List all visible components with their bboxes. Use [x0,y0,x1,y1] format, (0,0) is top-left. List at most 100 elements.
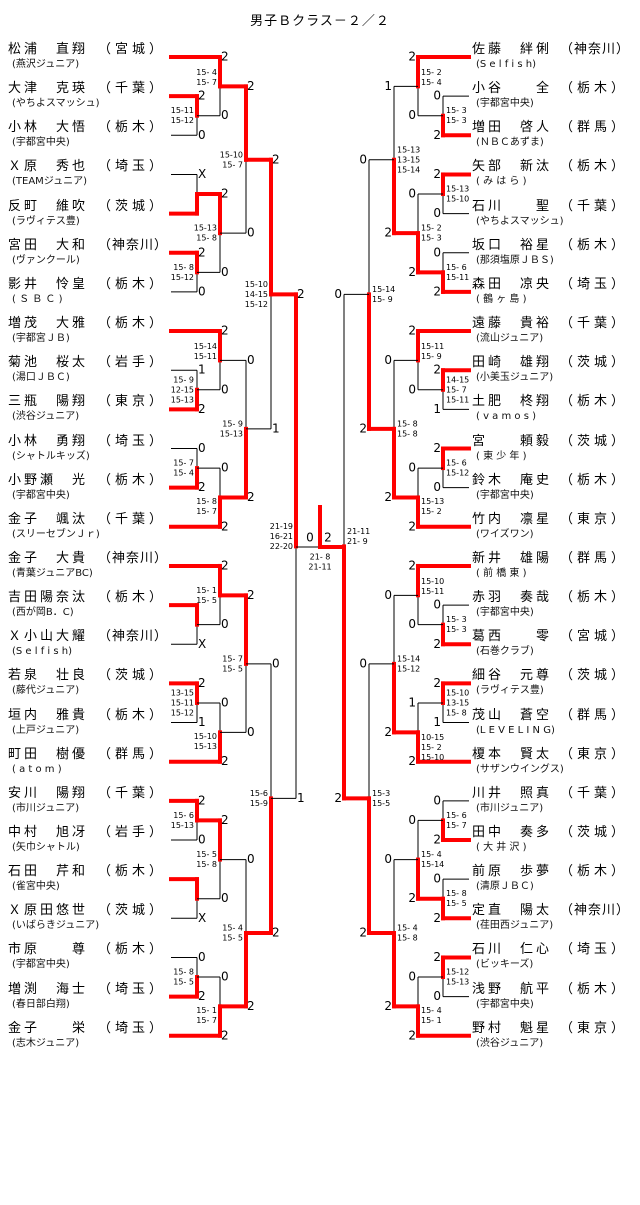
player-club: (宇都宮中央) [12,137,70,149]
set-scores: 15-6 [250,789,268,798]
match-score: 2 [297,287,305,301]
set-scores: 15- 8 [446,708,467,717]
match-score: 2 [221,754,229,768]
player-name: Ｘ原 秀也 [8,159,89,175]
match-score: 2 [408,558,416,572]
player-club: ( 東 少 年 ) [476,450,527,462]
player-entry: Ｘ小山大耀（神奈川）(S e l f i s h) [8,629,176,663]
player-prefecture: （栃木） [560,159,629,175]
match-score: 0 [408,187,416,201]
match-score: 0 [221,461,229,475]
player-prefecture: （群馬） [560,120,629,136]
player-name: Ｘ原田悠世 [8,903,89,919]
match-score: 0 [408,382,416,396]
player-prefecture: （千葉） [98,81,167,97]
set-scores: 15-13 [194,224,217,233]
set-scores: 15- 7 [173,459,194,468]
player-prefecture: （埼玉） [98,433,167,449]
set-scores: 15-10 [421,577,444,586]
player-name: 茂山 蒼空 [472,707,553,723]
set-scores: 10-15 [421,733,444,742]
player-club: ( Ｓ Ｂ Ｃ ) [12,293,63,305]
match-score: 2 [433,911,441,925]
match-score: 0 [408,970,416,984]
set-scores: 15-13 [171,395,194,404]
set-scores: 15-12 [171,273,194,282]
set-scores: 15- 3 [446,116,467,125]
player-entry: 榎本 賢太（東京）(サザンウイングス) [472,747,640,781]
match-score: 0 [433,598,441,612]
set-scores: 15-10 [245,280,268,289]
player-prefecture: （群馬） [560,550,629,566]
player-prefecture: （栃木） [560,237,629,253]
set-scores: 15- 8 [196,497,217,506]
player-prefecture: （東京） [98,394,167,410]
set-scores: 15-12 [171,708,194,717]
player-name: 市原 尊 [8,942,89,958]
player-entry: 市原 尊（栃木）(宇都宮中央) [8,942,176,976]
player-club: (やちよスマッシュ) [476,215,564,227]
player-prefecture: （栃木） [560,472,629,488]
player-club: (宇都宮ＪＢ) [12,333,70,345]
player-name: 増田 啓人 [472,120,553,136]
match-score: 2 [247,490,255,504]
set-scores: 15-12 [171,116,194,125]
set-scores: 15- 4 [421,78,442,87]
set-scores: 15-11 [171,698,194,707]
player-prefecture: （栃木） [98,276,167,292]
set-scores: 13-15 [446,698,469,707]
player-name: 安川 陽翔 [8,785,89,801]
match-score: 2 [433,833,441,847]
player-name: 増茂 大雅 [8,316,89,332]
match-score: 0 [221,265,229,279]
match-score: 2 [408,754,416,768]
player-entry: 金子 栄（埼玉）(志木ジュニア) [8,1021,176,1055]
player-club: (宇都宮中央) [476,998,534,1010]
match-score: 1 [297,791,305,805]
player-entry: 石川 仁心（埼玉）(ビッキーズ) [472,942,640,976]
player-prefecture: （栃木） [560,81,629,97]
player-prefecture: （岩手） [98,825,167,840]
player-name: 宮 頼毅 [472,433,553,449]
player-entry: 若泉 壮良（茨城）(藤代ジュニア) [8,668,176,702]
set-scores: 15-14 [397,654,420,663]
player-name: 赤羽 奏哉 [472,590,553,606]
player-entry: 宮田 大和（神奈川）(ヴァンクール) [8,238,176,272]
set-scores: 15- 5 [196,596,217,605]
player-entry: 赤羽 奏哉（栃木）(宇都宮中央) [472,590,640,624]
player-club: (宇都宮中央) [12,489,70,501]
player-entry: 吉田陽奈汰（栃木）(西が岡B．C) [8,590,176,624]
match-score: 2 [384,226,392,240]
match-score: 2 [408,324,416,338]
match-score: 2 [272,925,280,939]
player-name: 石川 聖 [472,198,553,214]
player-club: (市川ジュニア) [476,802,544,814]
set-scores: 15- 9 [173,375,194,384]
set-scores: 15- 8 [397,419,418,428]
player-entry: 中村 旭冴（岩手）(矢巾シャトル) [8,825,176,859]
player-name: 土肥 柊翔 [472,394,553,410]
player-prefecture: （岩手） [98,355,167,371]
set-scores: 15- 6 [173,811,194,820]
set-scores: 15-11 [171,106,194,115]
match-score: 0 [221,970,229,984]
set-scores: 15- 7 [196,507,217,516]
set-scores: 21-11 [347,527,370,536]
player-name: 細谷 元尊 [472,668,553,684]
player-club: (S e l f i s h) [476,59,536,70]
final-score-right: 2 [324,531,332,545]
match-score: 0 [433,480,441,494]
player-entry: 遠藤 貴裕（千葉）(流山ジュニア) [472,316,640,350]
match-score: 2 [408,50,416,64]
match-score: 0 [433,793,441,807]
player-club: (S e l f i s h) [12,646,72,658]
player-name: 榎本 賢太 [472,746,553,762]
match-score: 2 [433,441,441,455]
set-scores: 15-13 [220,429,243,438]
player-prefecture: （茨城） [560,825,629,840]
player-prefecture: （東京） [560,511,629,527]
match-score: 0 [198,284,206,298]
match-score: 2 [433,676,441,690]
final-set-scores: 21- 8 [310,553,331,562]
set-scores: 15- 7 [196,78,217,87]
